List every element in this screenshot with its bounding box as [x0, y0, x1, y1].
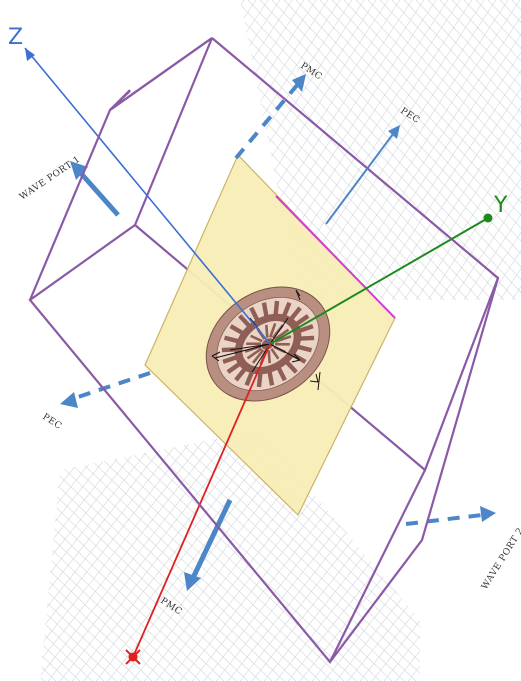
y-axis-label: Y	[493, 193, 508, 218]
z-axis-arrowhead	[25, 48, 35, 61]
boundary-arrows	[60, 74, 496, 591]
wave-port-2-arrow-icon	[405, 506, 496, 526]
x-axis-line	[132, 343, 271, 658]
wave-port-2-label: WAVE PORT 2	[480, 526, 521, 591]
x-axis-endpoint-icon	[125, 649, 141, 665]
z-axis-line	[24, 47, 271, 345]
z-axis-label: Z	[8, 25, 23, 50]
air-box-top-edge	[109, 37, 213, 111]
pmc-top-arrow-icon	[234, 74, 306, 160]
mesh-grid-top	[240, 0, 521, 300]
y-axis-line	[269, 217, 489, 345]
substrate-highlight-edge	[275, 195, 396, 319]
pec-left-arrow-icon	[60, 371, 151, 408]
wave-port-1-label: WAVE PORT 1	[18, 155, 82, 203]
pec-top-arrow-icon	[325, 125, 400, 225]
pmc-bottom-label: PMC	[158, 596, 183, 617]
pmc-bottom-arrow-icon	[184, 498, 233, 591]
surface-current-arrows	[211, 289, 321, 391]
coordinate-axes-icon: Z Y	[8, 25, 508, 665]
wave-port-1-arrow-icon	[70, 161, 120, 217]
unit-cell-resonator-icon	[205, 286, 331, 402]
pec-left-label: PEC	[40, 412, 63, 432]
y-axis-endpoint	[483, 213, 493, 223]
